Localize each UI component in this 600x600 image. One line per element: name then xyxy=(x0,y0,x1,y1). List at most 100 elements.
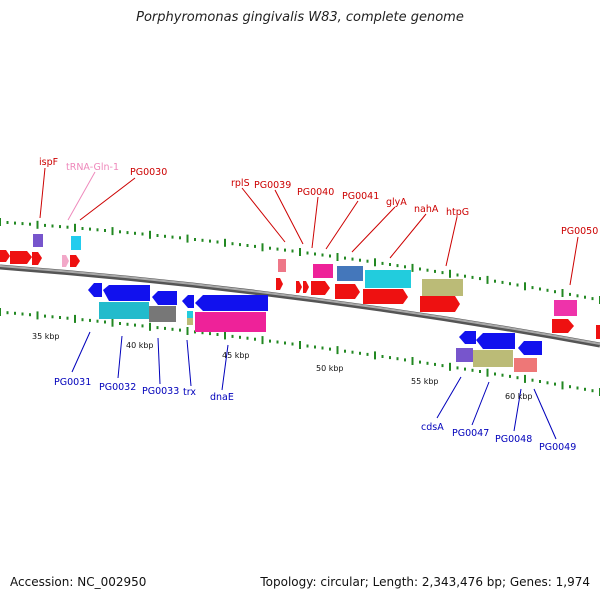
gene-arrow xyxy=(62,255,69,267)
minor-tick xyxy=(119,322,121,325)
major-tick xyxy=(261,336,264,345)
gene-box xyxy=(33,234,43,247)
minor-tick xyxy=(156,326,159,330)
gene-label: cdsA xyxy=(421,422,444,433)
gene-label: PG0040 xyxy=(297,187,334,198)
minor-tick xyxy=(546,381,549,385)
gene-arrow xyxy=(596,325,600,339)
minor-tick xyxy=(59,316,61,319)
minor-tick xyxy=(66,225,69,229)
gene-label: PG0047 xyxy=(452,428,489,439)
minor-tick xyxy=(329,347,331,351)
major-tick xyxy=(0,308,1,316)
minor-tick xyxy=(284,248,286,252)
minor-tick xyxy=(66,316,69,320)
accession-text: Accession: NC_002950 xyxy=(10,575,147,589)
major-tick xyxy=(561,381,564,390)
minor-tick xyxy=(6,311,9,315)
minor-tick xyxy=(14,311,16,315)
tick-label: 55 kbp xyxy=(411,377,439,386)
tick-label: 50 kbp xyxy=(316,364,344,373)
minor-tick xyxy=(576,386,579,390)
leader-line xyxy=(311,196,319,249)
minor-tick xyxy=(531,286,534,290)
minor-tick xyxy=(516,376,519,380)
gene-arrow xyxy=(363,289,408,304)
major-tick xyxy=(224,238,226,247)
gene-label: PG0041 xyxy=(342,191,379,202)
minor-tick xyxy=(14,221,16,225)
minor-tick xyxy=(81,318,84,322)
gene-arrow xyxy=(195,295,268,311)
minor-tick xyxy=(126,322,129,326)
gene-arrow xyxy=(0,250,10,262)
gene-box xyxy=(337,266,363,281)
minor-tick xyxy=(171,235,174,239)
minor-tick xyxy=(306,251,309,255)
minor-tick xyxy=(44,223,46,227)
tick-labels: 35 kbp 40 kbp 45 kbp 50 kbp 55 kbp 60 kb… xyxy=(32,332,533,401)
map-title: Porphyromonas gingivalis W83, complete g… xyxy=(136,10,464,25)
minor-tick xyxy=(501,373,504,377)
minor-tick xyxy=(569,385,571,389)
major-tick xyxy=(411,357,414,365)
gene-box xyxy=(473,350,513,367)
gene-arrow xyxy=(70,255,80,267)
leader-line xyxy=(241,187,286,243)
leader-line xyxy=(274,189,304,245)
minor-tick xyxy=(231,242,234,246)
gene-label: PG0030 xyxy=(130,167,167,178)
minor-tick xyxy=(426,268,429,272)
minor-tick xyxy=(494,279,496,283)
minor-tick xyxy=(494,372,496,376)
minor-tick xyxy=(366,352,369,356)
major-tick xyxy=(411,263,414,272)
minor-tick xyxy=(276,340,279,344)
minor-tick xyxy=(351,257,354,261)
leader-line xyxy=(389,213,427,259)
gene-label: rplS xyxy=(231,178,250,189)
major-tick xyxy=(524,374,526,383)
minor-tick xyxy=(134,323,136,327)
major-tick xyxy=(0,218,1,226)
minor-tick xyxy=(344,349,346,353)
minor-tick xyxy=(456,273,459,277)
leader-line xyxy=(71,331,91,373)
gene-arrow xyxy=(103,285,150,301)
minor-tick xyxy=(434,269,436,273)
gene-label: PG0033 xyxy=(142,386,179,397)
gene-box xyxy=(422,279,463,296)
minor-tick xyxy=(456,366,459,370)
minor-tick xyxy=(201,331,204,335)
major-tick xyxy=(149,230,151,239)
gene-label: PG0032 xyxy=(99,382,136,393)
minor-tick xyxy=(554,290,556,294)
major-tick xyxy=(36,311,39,320)
minor-tick xyxy=(501,280,504,284)
gene-arrow xyxy=(459,331,476,344)
minor-tick xyxy=(239,243,241,247)
minor-tick xyxy=(254,337,256,341)
minor-tick xyxy=(51,224,54,228)
leader-line xyxy=(533,388,557,440)
tick-label: 60 kbp xyxy=(505,392,533,401)
forward-strand-genes xyxy=(0,250,600,339)
minor-tick xyxy=(284,341,286,345)
minor-tick xyxy=(569,292,571,296)
gene-arrow xyxy=(276,278,283,290)
major-tick xyxy=(186,234,189,243)
minor-tick xyxy=(509,282,511,286)
gene-label: PG0049 xyxy=(539,442,576,453)
minor-tick xyxy=(119,230,121,234)
major-tick xyxy=(186,327,189,335)
gene-arrow xyxy=(335,284,360,299)
minor-tick xyxy=(306,344,309,348)
gene-label: tRNA-Gln-1 xyxy=(66,162,119,173)
gene-arrow xyxy=(420,296,460,312)
minor-tick xyxy=(44,314,46,318)
minor-tick xyxy=(359,351,361,355)
minor-tick xyxy=(96,228,99,232)
tick-label: 35 kbp xyxy=(32,332,60,341)
major-tick xyxy=(299,341,301,349)
